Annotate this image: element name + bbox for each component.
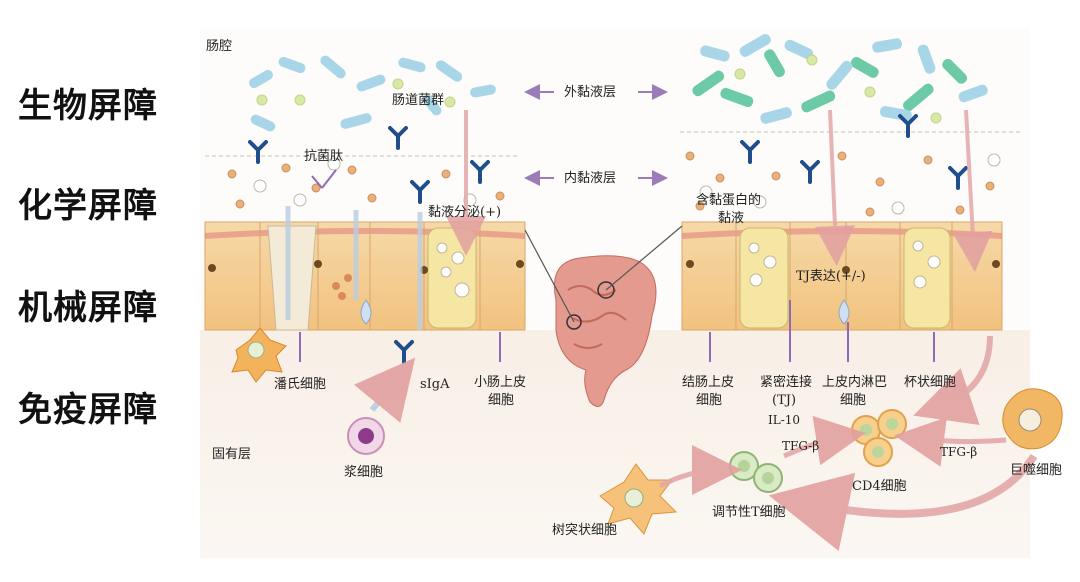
label-siga: sIgA [420,377,450,392]
label-plasma-cell: 浆细胞 [344,465,383,480]
mucus-layer-arrows [524,84,668,186]
label-tgfb-right: TFG-β [940,445,977,459]
label-inner-mucus: 内黏液层 [564,170,616,186]
label-tight-junction-2: (TJ) [772,393,796,408]
label-mucus-secretion: 黏液分泌(+) [428,204,501,220]
intestine-icon [524,225,683,407]
paneth-cell-shape [267,225,317,331]
label-tgfb-left: TFG-β [782,439,819,453]
antimicrobial-dots [227,151,995,217]
plasma-cell-icon [347,357,416,455]
label-iel-1: 上皮内淋巴 [822,374,887,390]
label-goblet-cell: 杯状细胞 [904,375,956,390]
label-dendritic-cell: 树突状细胞 [552,522,617,538]
bacteria-cocci-left [256,78,456,108]
bacteria-left [249,55,496,132]
label-antimicrobial-peptide: 抗菌肽 [304,149,343,164]
translocation-arrows [446,109,993,272]
macrophage-icon [1002,388,1063,450]
label-cd4-cell: CD4细胞 [852,479,907,494]
label-lamina-propria: 固有层 [212,447,251,462]
barrier-mechanical: 机械屏障 [18,288,158,328]
label-il10: IL-10 [768,413,800,427]
label-si-epithelial-2: 细胞 [488,393,514,408]
label-colon-epithelial-1: 结肠上皮 [682,375,734,390]
bacteria-right [692,33,988,124]
antibody-icons [248,114,968,364]
immune-arrows [658,335,1038,552]
paneth-cell-icon [231,327,287,383]
label-tj-expression: TJ表达(+/-) [796,269,866,284]
label-lumen: 肠腔 [206,39,232,54]
barrier-chemical: 化学屏障 [18,186,158,226]
label-paneth-cell: 潘氏细胞 [274,377,326,392]
label-gut-flora: 肠道菌群 [392,93,444,108]
dendritic-cell-icon [599,463,678,535]
label-iel-2: 细胞 [840,393,866,408]
label-treg-cell: 调节性T细胞 [712,505,786,520]
goblet-cell-right-1 [739,227,789,329]
goblet-cell-right-2 [903,227,951,329]
label-si-epithelial-1: 小肠上皮 [474,375,526,390]
label-outer-mucus: 外黏液层 [564,84,616,100]
label-tight-junction-1: 紧密连接 [760,374,812,390]
barrier-immune: 免疫屏障 [18,390,158,430]
secretion-arrows [285,206,423,330]
label-macrophage: 巨噬细胞 [1010,463,1062,478]
leader-lines [299,169,935,362]
epithelium-left [204,221,526,331]
barrier-biological: 生物屏障 [18,86,158,126]
label-mucin-mucus-1: 含黏蛋白的 [696,192,761,208]
label-mucin-mucus-2: 黏液 [718,210,744,226]
goblet-cell-left [427,227,477,329]
epithelium-right [681,221,1003,331]
label-colon-epithelial-2: 细胞 [696,393,722,408]
